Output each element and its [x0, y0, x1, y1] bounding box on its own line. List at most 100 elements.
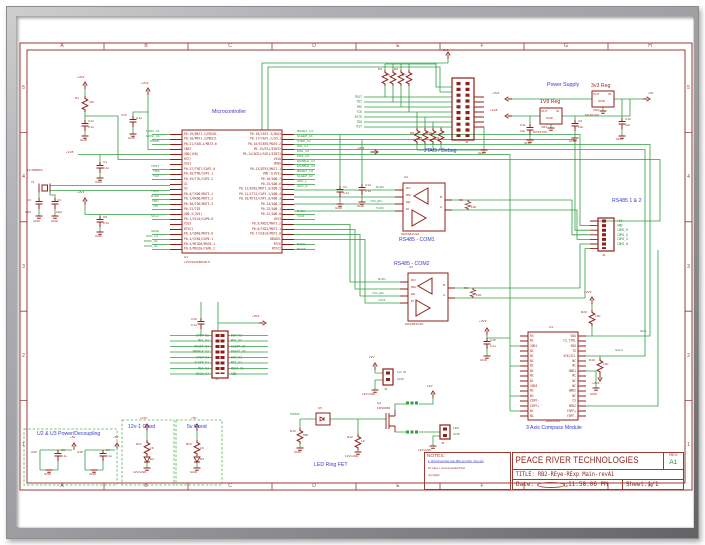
schematic-label: DI — [411, 300, 415, 304]
components-layer — [38, 77, 615, 440]
schematic-label: GND — [89, 473, 96, 477]
schematic-label: C16 — [191, 318, 197, 322]
rev-value: A1 — [669, 459, 678, 466]
frame-row-number: 5 — [687, 84, 690, 91]
pin-label: COM1_B — [617, 228, 628, 232]
pin-label: VSSA — [273, 157, 281, 161]
frame-column-letter: E — [396, 42, 400, 49]
frame-column-letter: D — [312, 42, 316, 49]
pin-label: RTCK — [273, 242, 281, 246]
schematic-label: R12 — [347, 436, 353, 440]
pin-label: P0.23/AD0.1 — [260, 207, 281, 211]
schematic-label: R3 — [464, 287, 468, 291]
schematic-label: 12V-GND — [133, 471, 147, 475]
schematic-label: TMS — [153, 170, 160, 174]
schematic-label: U5 — [318, 407, 322, 411]
schematic-label: SDA0 — [151, 230, 160, 234]
schematic-label: J5 — [441, 442, 445, 446]
pin-label: P0.0/TXD0/MAT3.1 — [184, 192, 214, 196]
schematic-label: C15 — [490, 339, 496, 343]
schematic-label: C12 — [88, 120, 94, 124]
schematic-label: R11 — [434, 137, 440, 141]
net-label: RESET_U2 — [231, 350, 246, 354]
schematic-label: RxD0 — [151, 195, 159, 199]
mosfet-q1 — [385, 410, 396, 432]
schematic-label: 0.1u — [88, 126, 95, 130]
pin-label: P0.30/TDO/MAT3.3 — [184, 202, 214, 206]
pin-label: RTXC1 — [184, 227, 194, 231]
schematic-label: R19 — [589, 359, 595, 363]
schematic-label: J1 — [215, 378, 219, 382]
schematic-label: GND — [51, 220, 58, 224]
pin-label: NC — [530, 373, 534, 378]
section-label-rs485-com1: RS485 - COM1 — [399, 237, 435, 243]
pin-label: VDD-3(3V3) — [184, 212, 203, 216]
schematic-label: SLEEP_U2 — [297, 175, 313, 179]
schematic-label: RTCK — [297, 243, 306, 247]
pin-label: P0.3/SDA0/MAT0.0 — [184, 232, 214, 236]
time-value: 11:58:06 PM — [568, 481, 608, 488]
pin-label: P0.1/RXD0/MAT3.2 — [184, 197, 214, 201]
schematic-label: SCL0 — [151, 215, 159, 219]
pin-label: ZOFF- — [530, 398, 540, 403]
pin-label: DBGSEL — [270, 237, 281, 241]
schematic-label: 1K — [150, 447, 154, 451]
schematic-label: +1V8 — [490, 109, 498, 113]
frame-column-letter: C — [228, 42, 232, 49]
frame-row-number: 3 — [22, 263, 25, 270]
schematic-label: C7 — [106, 449, 110, 453]
pin-label: RTXC2 — [271, 247, 281, 251]
pin-label: NC — [530, 368, 534, 373]
schematic-label: +3V3 — [592, 382, 600, 386]
schematic-label: GND — [590, 393, 597, 397]
date-oval — [537, 481, 566, 488]
pin-label: VSS2 — [184, 222, 192, 226]
schematic-label: U3 — [409, 266, 413, 270]
pin-label: P0.12/DSR1/MAT1.0/AD0.5 — [239, 187, 281, 191]
schematic-label: MISO_U1 — [146, 130, 160, 134]
schematic-label: 12v IN — [397, 371, 407, 375]
schematic-label: J2 — [465, 141, 469, 145]
pin-label: P0.16/EINT0/MAT0.2 — [248, 142, 281, 146]
pin-label: NC — [530, 393, 534, 398]
schematic-label: TxD_EN — [372, 292, 384, 296]
schematic-label: J3 — [602, 254, 606, 258]
pin-label: YOFF+ — [566, 408, 576, 413]
schematic-label: R8 — [410, 132, 414, 136]
schematic-label: GND — [478, 152, 485, 156]
pin-label: X1 — [184, 182, 188, 186]
net-label: MISO_U1 — [196, 372, 209, 376]
pin-label: COM1_A — [617, 232, 628, 237]
net-label: ENABLE_U2 — [192, 350, 209, 354]
note-line: 1. 4N-C2 low freq map (8N) per t100. You… — [428, 460, 484, 463]
section-label-jtag: JTAG / Debug — [424, 148, 457, 154]
pin-label: COM2_B — [617, 242, 628, 246]
nets-layer — [38, 59, 661, 471]
pin-label: P0.6/MOSI0/CAP0.2 — [184, 247, 215, 251]
schematic-label: DE — [406, 201, 411, 205]
schematic-label: +3V3 — [141, 82, 149, 86]
schematic-label: +5V — [191, 417, 197, 421]
schematic-label: TRST — [151, 165, 160, 169]
pin-label: P0.26/AD0.7 — [260, 177, 281, 181]
schematic-label: 120 — [476, 294, 482, 298]
vr1-body — [539, 107, 563, 125]
schematic-label: 0.1u — [103, 222, 110, 226]
schematic-label: 680 — [303, 434, 309, 438]
frame-row-number: 1 — [22, 442, 25, 449]
pin-label: P0.18/CAP1.3/SDA1 — [250, 132, 281, 136]
schematic-label: GND — [80, 139, 87, 143]
net-label: MS1_U1 — [198, 366, 209, 371]
frame-row-number: 1 — [687, 442, 690, 449]
section-label-microcontroller: Microcontroller — [212, 109, 247, 115]
schematic-label: C1 — [103, 161, 107, 165]
schematic-label: 12V-GND — [345, 455, 359, 459]
schematic-label: BOOT — [297, 248, 306, 252]
pin-label: NC — [572, 383, 576, 388]
schematic-label: C5 — [103, 216, 107, 220]
